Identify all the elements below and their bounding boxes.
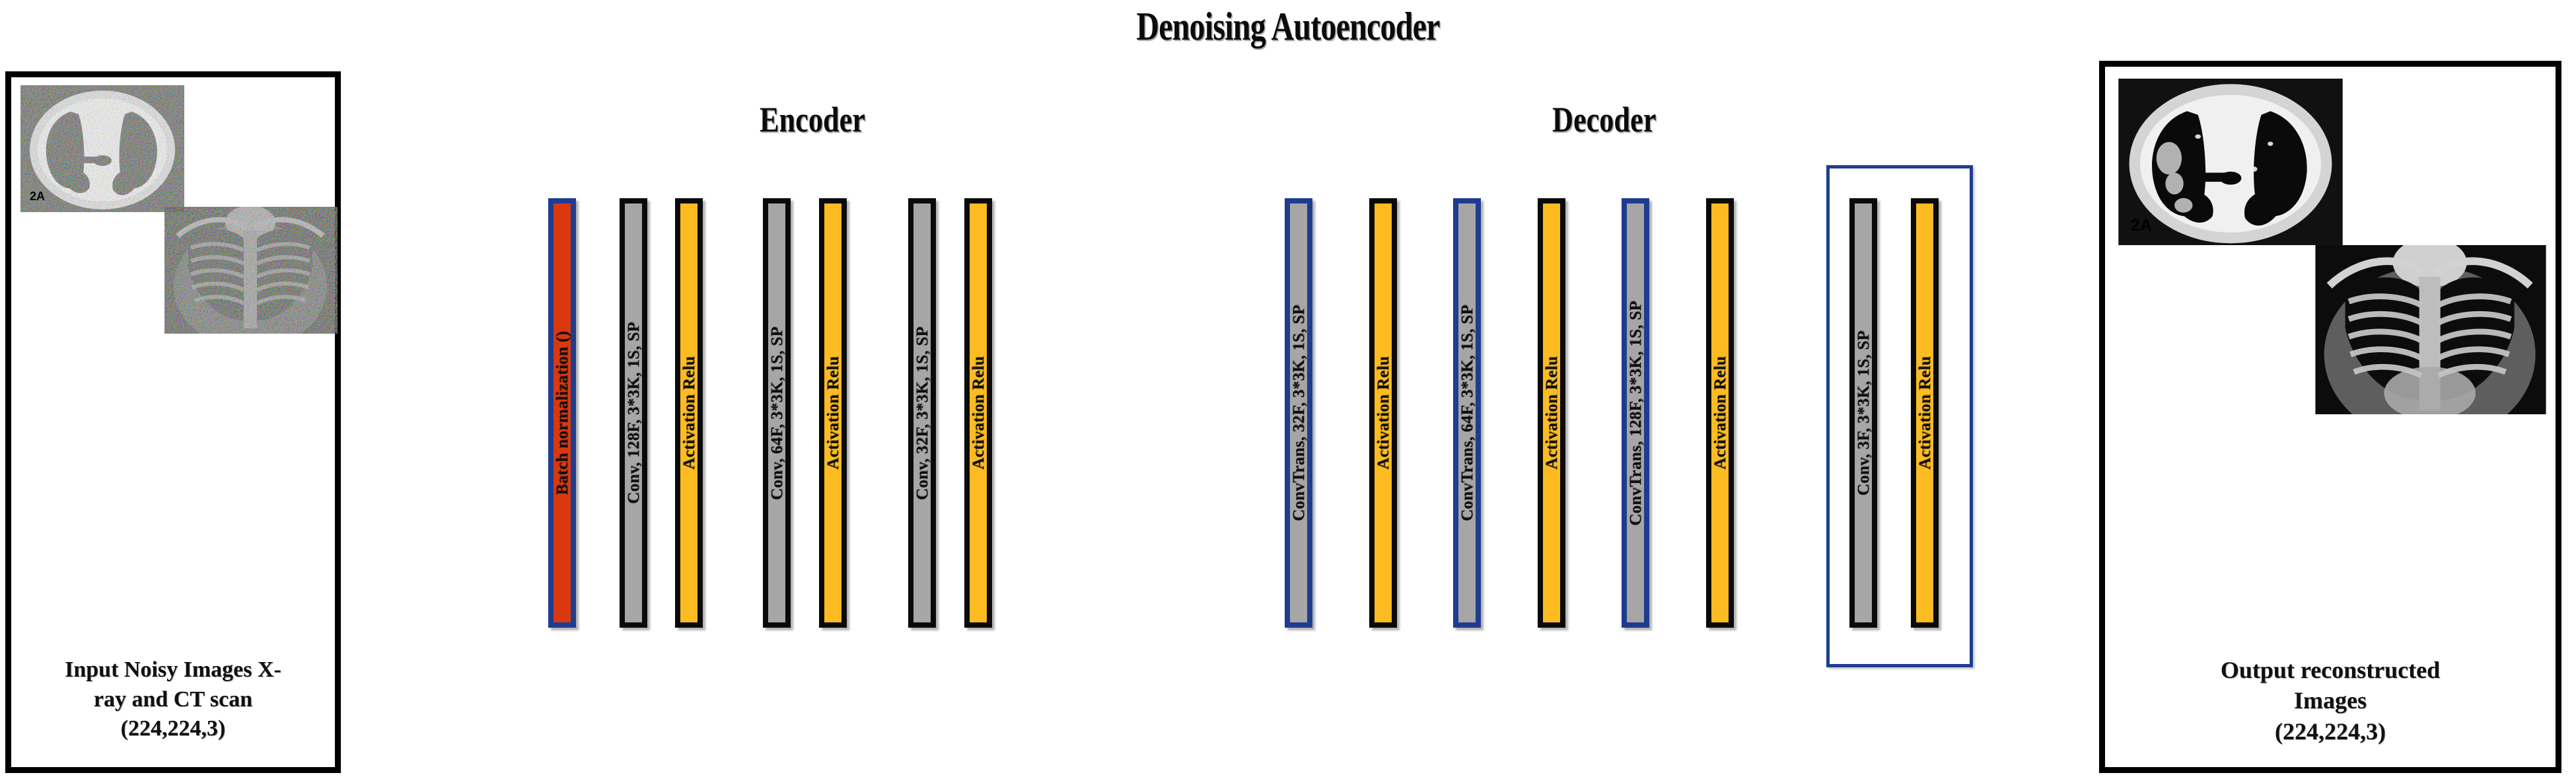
output-caption-line-2: Images: [2294, 687, 2367, 714]
output-caption-shape: (224,224,3): [2275, 718, 2386, 745]
decoder-layer-1-label: Activation Relu: [1374, 356, 1392, 470]
decoder-layer-5[interactable]: Activation Relu: [1706, 198, 1734, 628]
encoder-layer-4[interactable]: Activation Relu: [819, 198, 847, 628]
decoder-layer-0[interactable]: ConvTrans, 32F, 3*3K, 1S, SP: [1285, 198, 1312, 628]
svg-text:2A: 2A: [2131, 217, 2152, 235]
decoder-layer-6-label: Conv, 3F, 3*3K, 1S, SP: [1854, 330, 1873, 496]
svg-text:2A: 2A: [30, 190, 45, 203]
encoder-layer-1-label: Conv, 128F, 3*3K, 1S, SP: [624, 322, 643, 504]
encoder-layer-0[interactable]: Batch normalization (): [548, 198, 576, 628]
encoder-layer-3-label: Conv, 64F, 3*3K, 1S, SP: [768, 326, 786, 500]
encoder-layer-4-label: Activation Relu: [824, 356, 842, 470]
decoder-layer-7[interactable]: Activation Relu: [1911, 198, 1939, 628]
decoder-layer-2[interactable]: ConvTrans, 64F, 3*3K, 1S, SP: [1453, 198, 1481, 628]
encoder-layer-0-label: Batch normalization (): [553, 330, 571, 496]
decoder-layer-3[interactable]: Activation Relu: [1538, 198, 1565, 628]
encoder-layer-5[interactable]: Conv, 32F, 3*3K, 1S, SP: [908, 198, 936, 628]
input-images-panel: 2A: [5, 71, 341, 773]
output-panel-caption: Output reconstructed Images (224,224,3): [2105, 655, 2556, 747]
decoder-layer-7-label: Activation Relu: [1915, 356, 1934, 470]
page-title: Denoising Autoencoder: [1136, 5, 1440, 48]
decoder-layer-6[interactable]: Conv, 3F, 3*3K, 1S, SP: [1849, 198, 1877, 628]
input-caption-line-1: Input Noisy Images X-: [65, 657, 281, 683]
decoder-layer-5-label: Activation Relu: [1711, 356, 1729, 470]
encoder-layer-5-label: Conv, 32F, 3*3K, 1S, SP: [913, 326, 931, 500]
decoder-layer-4[interactable]: ConvTrans, 128F, 3*3K, 1S, SP: [1622, 198, 1649, 628]
output-caption-line-1: Output reconstructed: [2220, 656, 2441, 683]
input-ct-scan-image: 2A: [20, 85, 184, 212]
final-layer-group-box: [1826, 165, 1973, 667]
input-panel-caption: Input Noisy Images X- ray and CT scan (2…: [11, 655, 335, 743]
decoder-layer-1[interactable]: Activation Relu: [1369, 198, 1397, 628]
decoder-layer-4-label: ConvTrans, 128F, 3*3K, 1S, SP: [1626, 300, 1645, 526]
encoder-layer-6[interactable]: Activation Relu: [964, 198, 992, 628]
encoder-layer-3[interactable]: Conv, 64F, 3*3K, 1S, SP: [763, 198, 791, 628]
encoder-layer-1[interactable]: Conv, 128F, 3*3K, 1S, SP: [620, 198, 647, 628]
input-caption-shape: (224,224,3): [120, 716, 226, 741]
decoder-layer-2-label: ConvTrans, 64F, 3*3K, 1S, SP: [1458, 305, 1476, 521]
input-xray-image: [164, 207, 338, 334]
encoder-layer-2[interactable]: Activation Relu: [675, 198, 703, 628]
encoder-layer-2-label: Activation Relu: [680, 356, 698, 470]
decoder-layer-0-label: ConvTrans, 32F, 3*3K, 1S, SP: [1289, 305, 1308, 521]
decoder-layer-3-label: Activation Relu: [1542, 356, 1561, 470]
decoder-section-heading: Decoder: [1552, 100, 1657, 139]
encoder-section-heading: Encoder: [760, 100, 865, 139]
output-xray-image: [2315, 245, 2546, 414]
input-caption-line-2: ray and CT scan: [93, 686, 253, 712]
output-images-panel: 2A Output reconstructed Image: [2099, 61, 2561, 773]
encoder-layer-6-label: Activation Relu: [969, 356, 987, 470]
output-ct-scan-image: 2A: [2118, 79, 2343, 245]
